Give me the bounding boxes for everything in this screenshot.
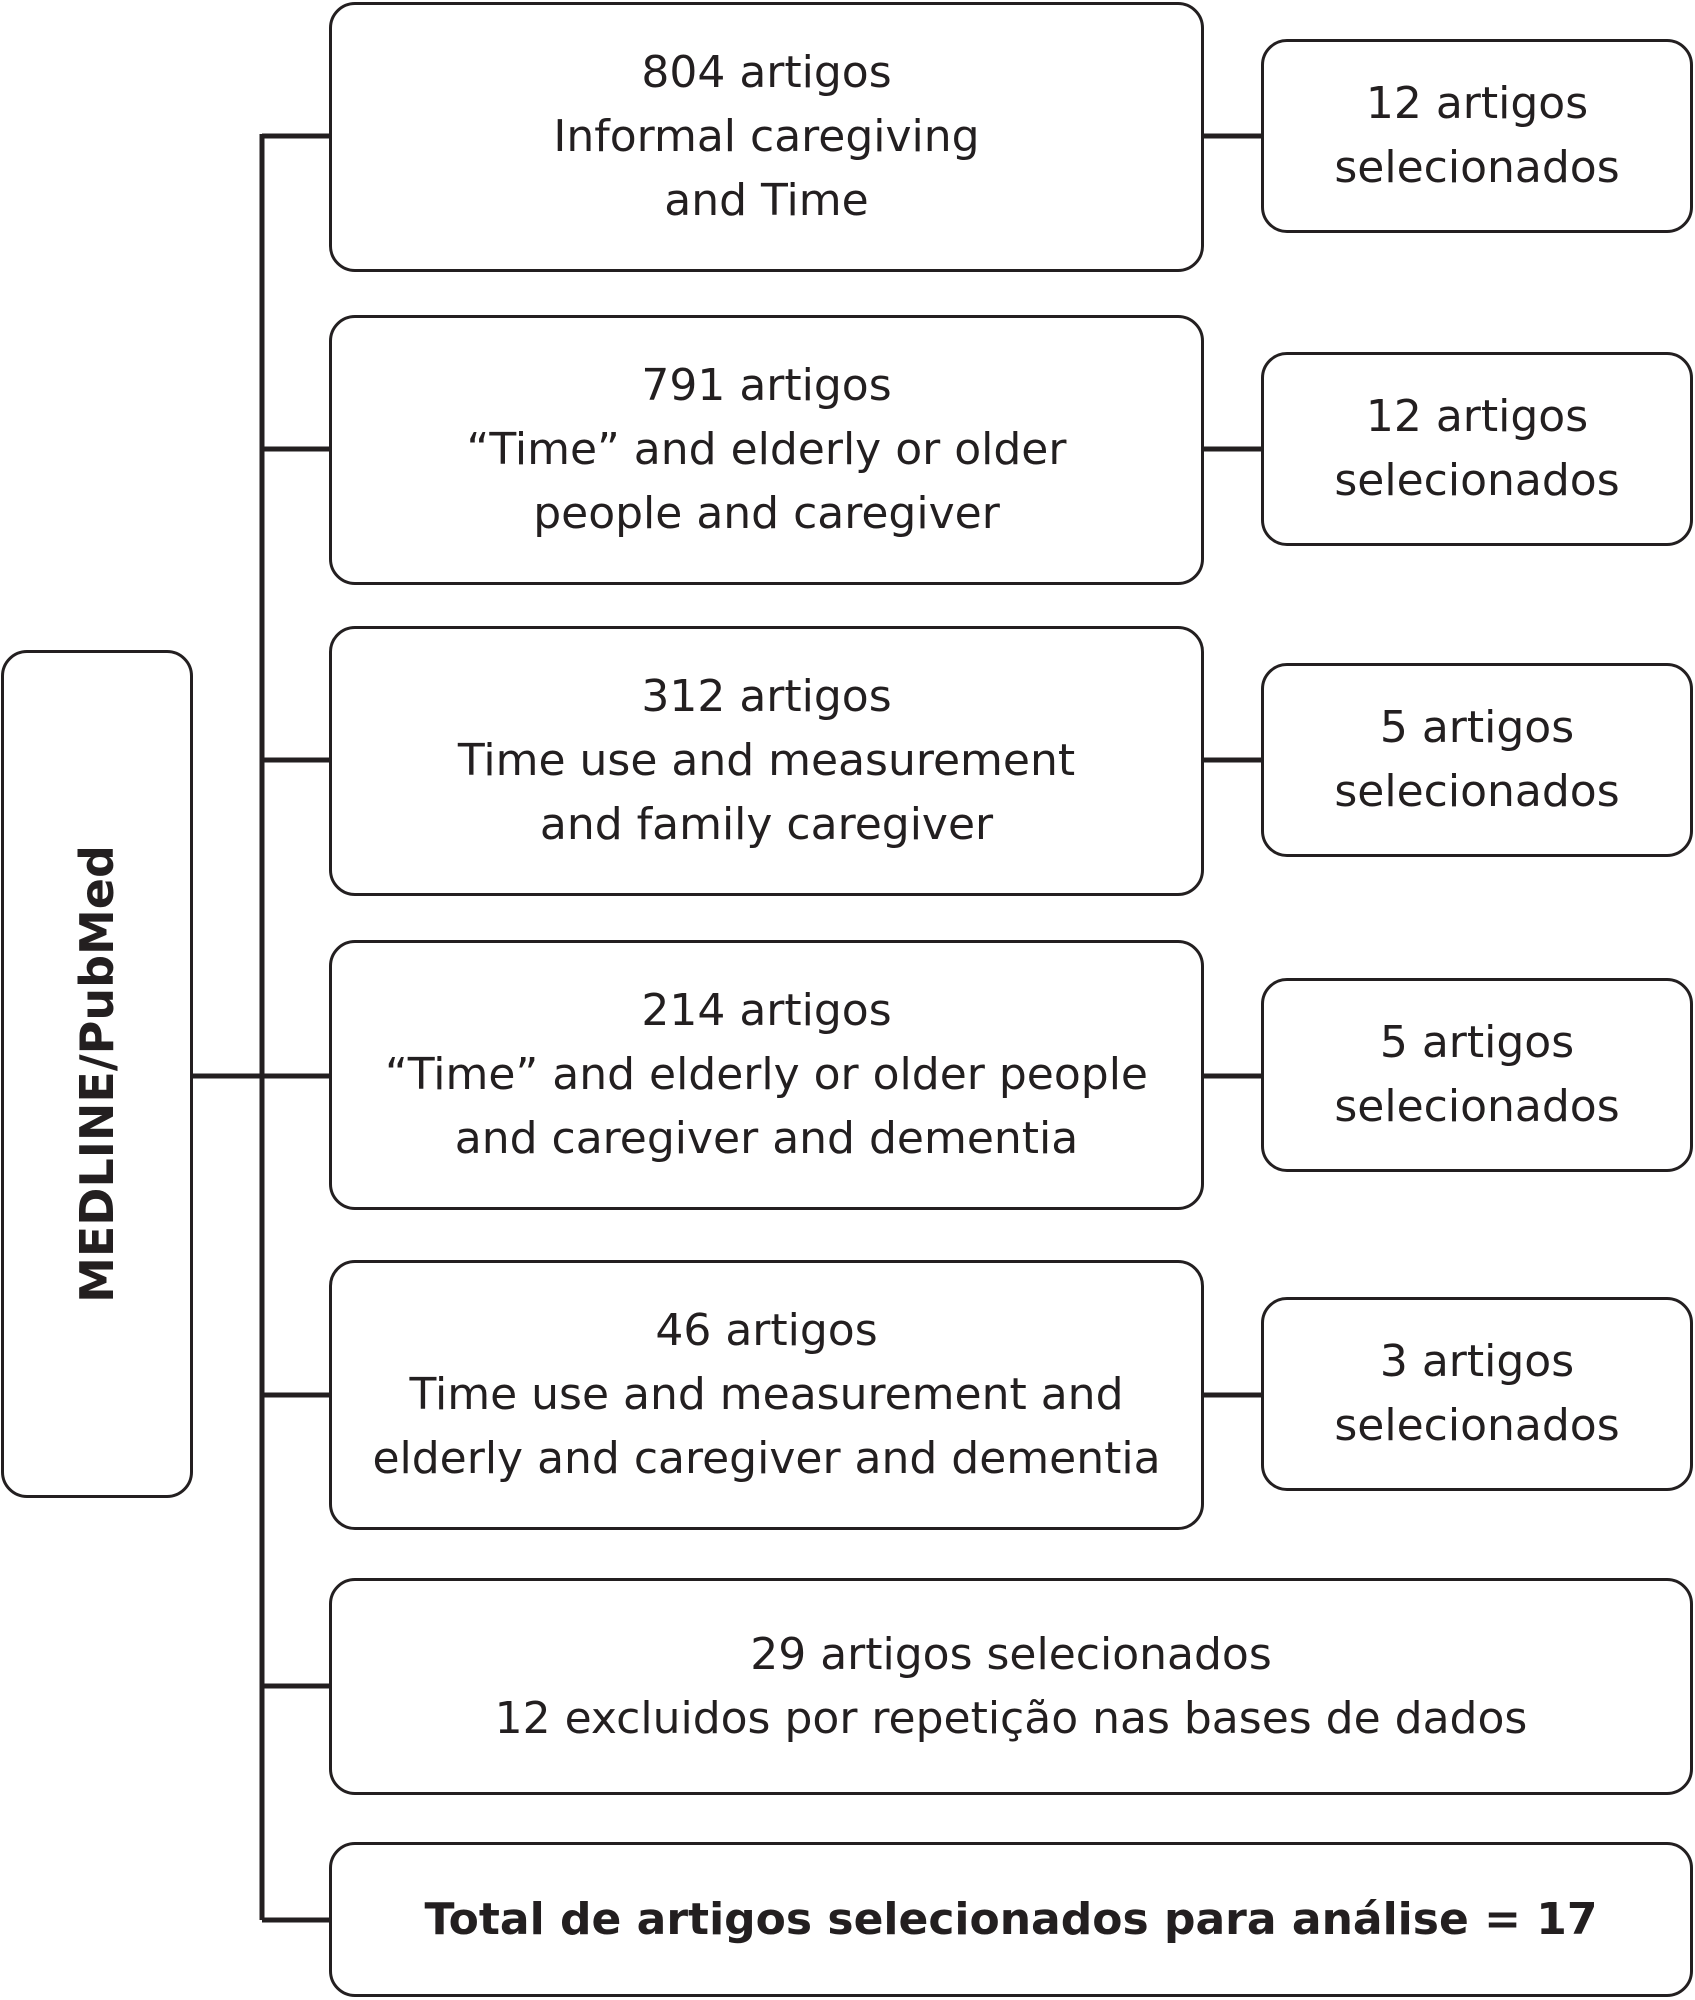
result-count: 3 artigos [1379,1336,1575,1387]
search-box-2: 791 artigos “Time” and elderly or older … [329,315,1204,585]
search-terms-line: and Time [664,175,869,226]
result-box-3: 5 artigos selecionados [1261,663,1693,857]
result-count: 5 artigos [1379,702,1575,753]
result-count: 5 artigos [1379,1017,1575,1068]
result-label: selecionados [1334,766,1620,817]
search-box-3: 312 artigos Time use and measurement and… [329,626,1204,896]
result-box-2: 12 artigos selecionados [1261,352,1693,546]
total-summary-box: Total de artigos selecionados para análi… [329,1842,1693,1997]
search-terms-line: Informal caregiving [553,111,980,162]
result-label: selecionados [1334,142,1620,193]
search-box-4: 214 artigos “Time” and elderly or older … [329,940,1204,1210]
search-terms-line: and caregiver and dementia [454,1113,1079,1164]
search-count: 312 artigos [641,671,892,722]
search-terms-line: “Time” and elderly or older [466,424,1067,475]
search-terms-line: elderly and caregiver and dementia [372,1433,1161,1484]
search-terms-line: Time use and measurement and [409,1369,1124,1420]
search-terms-line: people and caregiver [533,488,1000,539]
result-box-5: 3 artigos selecionados [1261,1297,1693,1491]
search-count: 46 artigos [655,1305,878,1356]
result-label: selecionados [1334,1400,1620,1451]
total-label: Total de artigos selecionados para análi… [424,1893,1598,1945]
search-count: 214 artigos [641,985,892,1036]
merge-selected-text: 29 artigos selecionados [750,1628,1272,1680]
merge-excluded-text: 12 excluidos por repetição nas bases de … [494,1692,1528,1744]
search-terms-line: and family caregiver [539,799,994,850]
result-label: selecionados [1334,455,1620,506]
source-database-label: MEDLINE/PubMed [70,845,125,1303]
search-terms-line: Time use and measurement [457,735,1076,786]
source-database-box: MEDLINE/PubMed [1,650,193,1498]
search-count: 804 artigos [641,47,892,98]
result-count: 12 artigos [1365,78,1589,129]
search-count: 791 artigos [641,360,892,411]
result-box-4: 5 artigos selecionados [1261,978,1693,1172]
search-box-1: 804 artigos Informal caregiving and Time [329,2,1204,272]
search-terms-line: “Time” and elderly or older people [384,1049,1149,1100]
result-count: 12 artigos [1365,391,1589,442]
merge-summary-box: 29 artigos selecionados 12 excluidos por… [329,1578,1693,1795]
search-box-5: 46 artigos Time use and measurement and … [329,1260,1204,1530]
result-label: selecionados [1334,1081,1620,1132]
result-box-1: 12 artigos selecionados [1261,39,1693,233]
